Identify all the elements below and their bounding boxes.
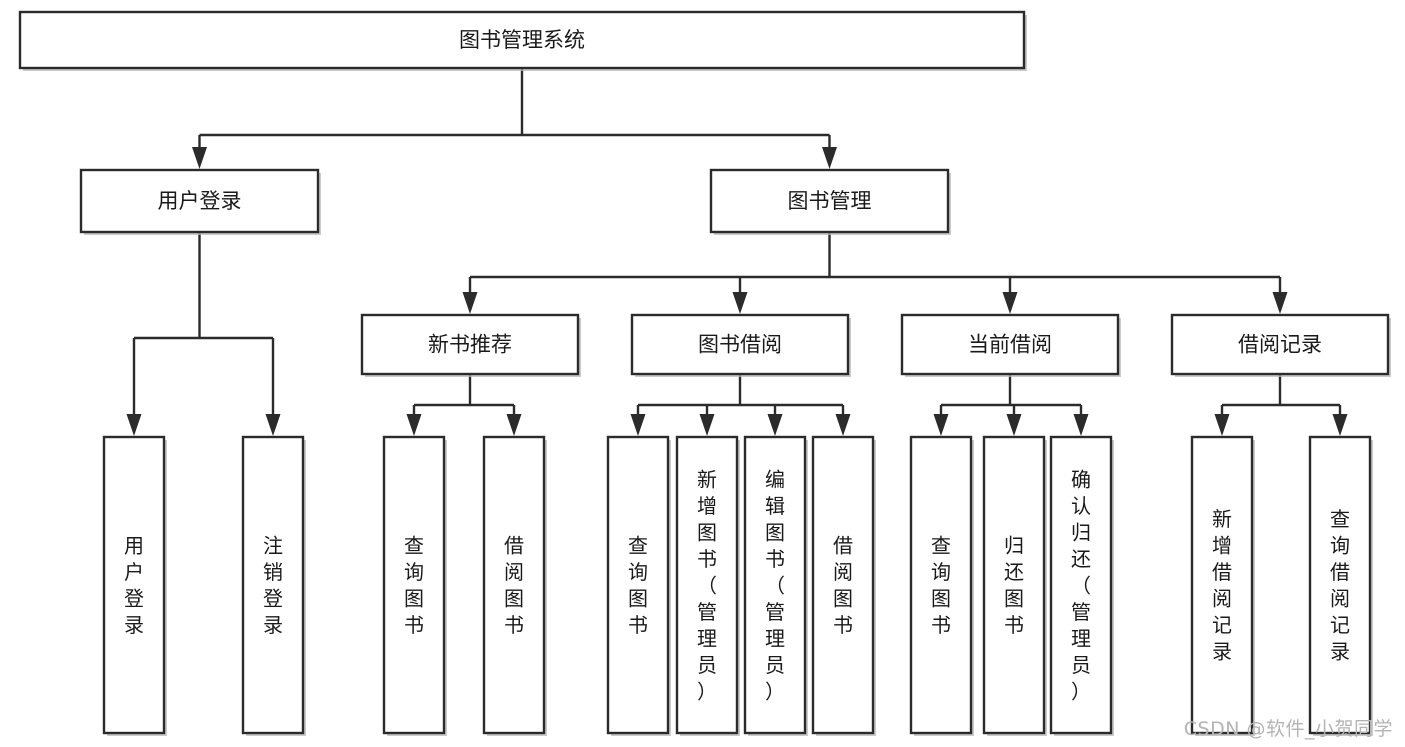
node-book-manage[interactable]: 图书管理 xyxy=(709,168,951,235)
node-box[interactable] xyxy=(382,435,446,735)
node-label: 图书借阅 xyxy=(698,333,782,357)
node-label: 图书管理系统 xyxy=(459,28,585,52)
node-label: 新增图书（管理员） xyxy=(697,467,717,703)
arrow-head-icon xyxy=(265,414,281,436)
node-label: 借阅图书 xyxy=(504,534,524,638)
node-label: 查询借阅记录 xyxy=(1330,507,1350,664)
node-leaf-rec-query[interactable]: 查询图书 xyxy=(382,435,447,736)
arrow-head-icon xyxy=(835,414,851,436)
arrow-head-icon xyxy=(933,414,949,436)
arrow-head-icon xyxy=(767,414,783,436)
arrow-head-icon xyxy=(126,414,142,436)
node-box[interactable] xyxy=(900,313,1120,376)
node-label: 用户登录 xyxy=(158,189,242,213)
node-box[interactable] xyxy=(743,435,807,735)
node-new-book-rec[interactable]: 新书推荐 xyxy=(360,313,581,377)
edges-layer xyxy=(126,68,1348,436)
node-box[interactable] xyxy=(630,313,850,376)
node-box[interactable] xyxy=(482,435,546,735)
node-borrow-record[interactable]: 借阅记录 xyxy=(1170,313,1391,377)
node-current-borrow[interactable]: 当前借阅 xyxy=(900,313,1121,377)
node-label: 查询图书 xyxy=(931,534,951,638)
node-leaf-br-add[interactable]: 新增借阅记录 xyxy=(1190,435,1255,736)
node-leaf-cb-confirm[interactable]: 确认归还（管理员） xyxy=(1049,435,1114,736)
node-label: 图书管理 xyxy=(788,189,872,213)
arrow-head-icon xyxy=(1272,292,1288,314)
node-leaf-user-logout[interactable]: 注销登录 xyxy=(241,435,306,736)
arrow-head-icon xyxy=(406,414,422,436)
arrow-head-icon xyxy=(1002,292,1018,314)
node-label: 查询图书 xyxy=(628,534,648,638)
arrow-head-icon xyxy=(1332,414,1348,436)
node-box[interactable] xyxy=(241,435,305,735)
node-label: 查询图书 xyxy=(404,534,424,638)
node-book-borrow[interactable]: 图书借阅 xyxy=(630,313,851,377)
arrow-head-icon xyxy=(1006,414,1022,436)
node-label: 用户登录 xyxy=(124,534,144,638)
node-label: 借阅图书 xyxy=(833,534,853,638)
arrow-head-icon xyxy=(630,414,646,436)
node-leaf-cb-return[interactable]: 归还图书 xyxy=(982,435,1047,736)
node-box[interactable] xyxy=(1049,435,1113,735)
node-leaf-rec-borrow[interactable]: 借阅图书 xyxy=(482,435,547,736)
node-leaf-user-login[interactable]: 用户登录 xyxy=(102,435,167,736)
node-leaf-bb-borrow[interactable]: 借阅图书 xyxy=(811,435,876,736)
node-leaf-cb-query[interactable]: 查询图书 xyxy=(909,435,974,736)
node-box[interactable] xyxy=(79,168,320,234)
node-label: 确认归还（管理员） xyxy=(1071,467,1091,703)
node-box[interactable] xyxy=(102,435,166,735)
arrow-head-icon xyxy=(192,147,207,169)
watermark-label: CSDN @软件_小贺同学 xyxy=(1183,718,1393,740)
node-label: 新书推荐 xyxy=(428,333,512,357)
node-leaf-bb-edit[interactable]: 编辑图书（管理员） xyxy=(743,435,808,736)
node-label: 编辑图书（管理员） xyxy=(765,467,785,703)
node-label: 归还图书 xyxy=(1004,534,1024,638)
node-box[interactable] xyxy=(982,435,1046,735)
node-label: 当前借阅 xyxy=(968,333,1052,357)
node-box[interactable] xyxy=(606,435,670,735)
node-label: 借阅记录 xyxy=(1238,333,1322,357)
node-label: 注销登录 xyxy=(263,534,283,638)
arrow-head-icon xyxy=(1214,414,1230,436)
node-user-login[interactable]: 用户登录 xyxy=(79,168,321,235)
nodes-layer: 图书管理系统用户登录图书管理新书推荐图书借阅当前借阅借阅记录用户登录注销登录查询… xyxy=(18,10,1391,736)
node-box[interactable] xyxy=(811,435,875,735)
node-leaf-bb-add[interactable]: 新增图书（管理员） xyxy=(675,435,740,736)
node-box[interactable] xyxy=(675,435,739,735)
node-box[interactable] xyxy=(1170,313,1390,376)
arrow-head-icon xyxy=(462,292,478,314)
node-box[interactable] xyxy=(1308,435,1372,735)
arrow-head-icon xyxy=(506,414,522,436)
node-leaf-br-query[interactable]: 查询借阅记录 xyxy=(1308,435,1373,736)
node-label: 新增借阅记录 xyxy=(1212,507,1232,664)
arrow-head-icon xyxy=(1073,414,1089,436)
node-box[interactable] xyxy=(909,435,973,735)
node-box[interactable] xyxy=(1190,435,1254,735)
node-leaf-bb-query[interactable]: 查询图书 xyxy=(606,435,671,736)
node-box[interactable] xyxy=(18,10,1026,70)
arrow-head-icon xyxy=(699,414,715,436)
node-root[interactable]: 图书管理系统 xyxy=(18,10,1027,71)
node-box[interactable] xyxy=(709,168,950,234)
node-box[interactable] xyxy=(360,313,580,376)
arrow-head-icon xyxy=(822,147,837,169)
arrow-head-icon xyxy=(732,292,748,314)
